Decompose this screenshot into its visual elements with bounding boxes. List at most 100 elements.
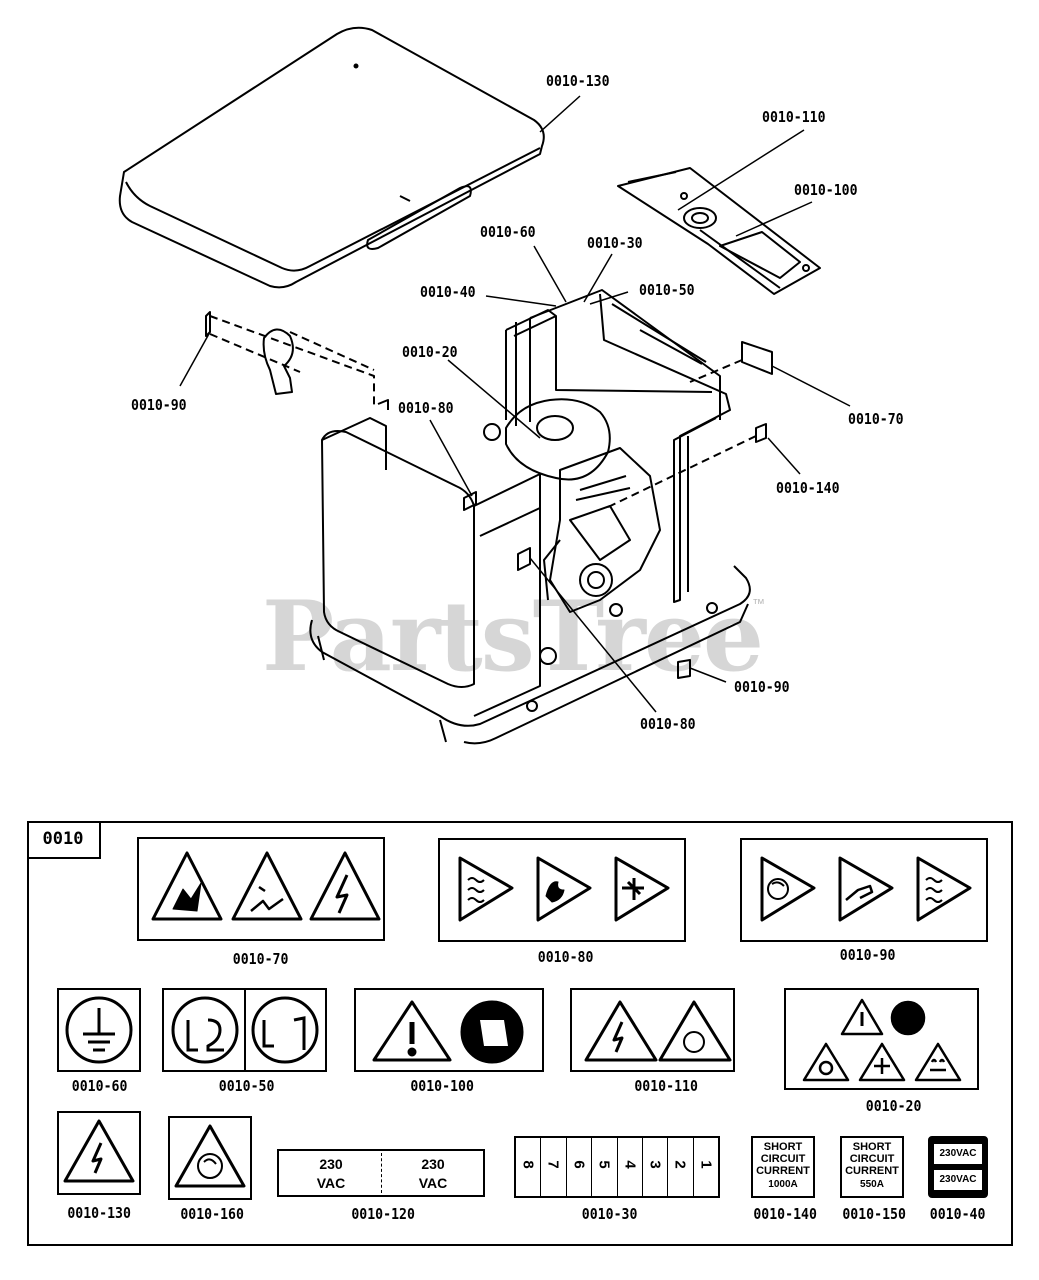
exploded-view-drawing xyxy=(118,26,851,745)
explosion-warning-icon xyxy=(151,851,223,921)
decal-label-0010-70: 0010-70 xyxy=(232,950,289,968)
callout-0010-40: 0010-40 xyxy=(420,283,476,301)
hot-surface-warning-icon xyxy=(914,1042,962,1082)
short-label: SHORT xyxy=(852,1141,892,1153)
callout-0010-140: 0010-140 xyxy=(776,479,840,497)
short-circuit-value: 550A xyxy=(860,1179,884,1190)
callout-0010-100: 0010-100 xyxy=(794,181,858,199)
electric-shock-warning-icon xyxy=(584,1000,658,1062)
part-leader-lines xyxy=(179,95,851,713)
rotating-fan-warning-icon xyxy=(174,1124,246,1188)
electric-shock-warning-icon xyxy=(309,851,381,921)
hand-injury-warning-icon xyxy=(838,856,894,922)
control-panel-cover-part xyxy=(617,167,821,295)
decal-label-0010-110: 0010-110 xyxy=(634,1077,698,1095)
decal-label-0010-80: 0010-80 xyxy=(537,948,594,966)
callout-0010-80: 0010-80 xyxy=(398,399,454,417)
generator-housing-part xyxy=(309,289,751,745)
breaker-number: 6 xyxy=(570,1160,588,1169)
callout-0010-50: 0010-50 xyxy=(639,281,695,299)
vac-value-right: 230 xyxy=(421,1156,445,1172)
decal-label-0010-120: 0010-120 xyxy=(351,1205,415,1223)
breaker-number: 4 xyxy=(621,1160,639,1169)
decal-label-0010-150: 0010-150 xyxy=(842,1205,906,1223)
callout-0010-90: 0010-90 xyxy=(131,396,187,414)
breaker-number: 2 xyxy=(671,1160,689,1169)
callout-0010-90-lower: 0010-90 xyxy=(734,678,790,696)
breaker-number-cell: 6 xyxy=(567,1138,593,1196)
breaker-number: 1 xyxy=(697,1160,715,1169)
section-number: 0010 xyxy=(27,821,101,859)
breaker-number-cell: 4 xyxy=(618,1138,643,1196)
callout-0010-80-lower: 0010-80 xyxy=(640,715,696,733)
breaker-number-cell: 5 xyxy=(592,1138,618,1196)
decal-0010-50 xyxy=(162,988,327,1072)
battery-acid-warning-icon xyxy=(231,851,303,921)
vac-unit-right: VAC xyxy=(418,1175,448,1191)
rotating-fan-warning-icon xyxy=(658,1000,732,1062)
short-label: SHORT xyxy=(763,1141,803,1153)
callout-0010-110: 0010-110 xyxy=(762,108,826,126)
hot-surface-warning-icon xyxy=(916,856,972,922)
callout-0010-20: 0010-20 xyxy=(402,343,458,361)
decal-0010-150: SHORT CIRCUIT CURRENT 550A xyxy=(840,1136,904,1198)
decal-0010-130 xyxy=(57,1111,141,1195)
circuit-label: CIRCUIT xyxy=(760,1153,806,1165)
breaker-number-cell: 7 xyxy=(541,1138,567,1196)
exclamation-warning-icon xyxy=(372,1000,452,1062)
fire-warning-icon xyxy=(536,856,592,922)
vac-badge-bottom: 230VAC xyxy=(934,1170,982,1190)
toxic-fumes-warning-icon xyxy=(858,1042,906,1082)
decal-kit-panel xyxy=(27,821,1013,1246)
hot-surface-warning-icon xyxy=(458,856,514,922)
circuit-label: CIRCUIT xyxy=(849,1153,895,1165)
decal-label-0010-30: 0010-30 xyxy=(581,1205,638,1223)
decal-0010-20 xyxy=(784,988,979,1090)
decal-0010-90 xyxy=(740,838,988,942)
breaker-number-cell: 2 xyxy=(668,1138,694,1196)
decal-label-0010-90: 0010-90 xyxy=(839,946,896,964)
decal-0010-70 xyxy=(137,837,385,941)
exclamation-warning-icon xyxy=(840,998,884,1036)
decal-0010-60 xyxy=(57,988,141,1072)
breaker-number: 3 xyxy=(646,1160,664,1169)
decal-label-0010-100: 0010-100 xyxy=(410,1077,474,1095)
short-circuit-value: 1000A xyxy=(768,1179,798,1190)
callout-0010-130: 0010-130 xyxy=(546,72,610,90)
breaker-number: 5 xyxy=(595,1160,613,1169)
decal-0010-120: 230 VAC 230 VAC xyxy=(277,1149,485,1197)
decal-0010-80 xyxy=(438,838,686,942)
decal-0010-100 xyxy=(354,988,544,1072)
fire-warning-icon xyxy=(802,1042,850,1082)
decal-label-0010-130: 0010-130 xyxy=(67,1204,131,1222)
current-label: CURRENT xyxy=(756,1165,810,1177)
callout-0010-60: 0010-60 xyxy=(480,223,536,241)
decal-label-0010-60: 0010-60 xyxy=(71,1077,128,1095)
decal-label-0010-160: 0010-160 xyxy=(180,1205,244,1223)
decal-0010-110 xyxy=(570,988,735,1072)
decal-label-0010-40: 0010-40 xyxy=(929,1205,986,1223)
toxic-fumes-warning-icon xyxy=(614,856,670,922)
callout-0010-70: 0010-70 xyxy=(848,410,904,428)
vac-unit-left: VAC xyxy=(316,1175,346,1191)
breaker-number-cell: 1 xyxy=(694,1138,718,1196)
vac-badge-top: 230VAC xyxy=(934,1144,982,1164)
phase-one-icon xyxy=(251,996,319,1064)
read-manual-icon xyxy=(890,1000,926,1036)
phase-two-icon xyxy=(171,996,239,1064)
decal-0010-140: SHORT CIRCUIT CURRENT 1000A xyxy=(751,1136,815,1198)
electric-shock-warning-icon xyxy=(63,1119,135,1183)
decal-0010-40: 230VAC 230VAC xyxy=(928,1136,988,1198)
breaker-number-cell: 3 xyxy=(643,1138,669,1196)
vac-value-left: 230 xyxy=(319,1156,343,1172)
decal-0010-160 xyxy=(168,1116,252,1200)
decal-label-0010-20: 0010-20 xyxy=(865,1097,922,1115)
current-label: CURRENT xyxy=(845,1165,899,1177)
read-manual-icon xyxy=(460,1000,524,1064)
watermark-trademark: ™ xyxy=(752,596,765,611)
decal-label-0010-50: 0010-50 xyxy=(218,1077,275,1095)
callout-0010-30: 0010-30 xyxy=(587,234,643,252)
rotating-fan-warning-icon xyxy=(760,856,816,922)
breaker-number-cell: 8 xyxy=(516,1138,542,1196)
